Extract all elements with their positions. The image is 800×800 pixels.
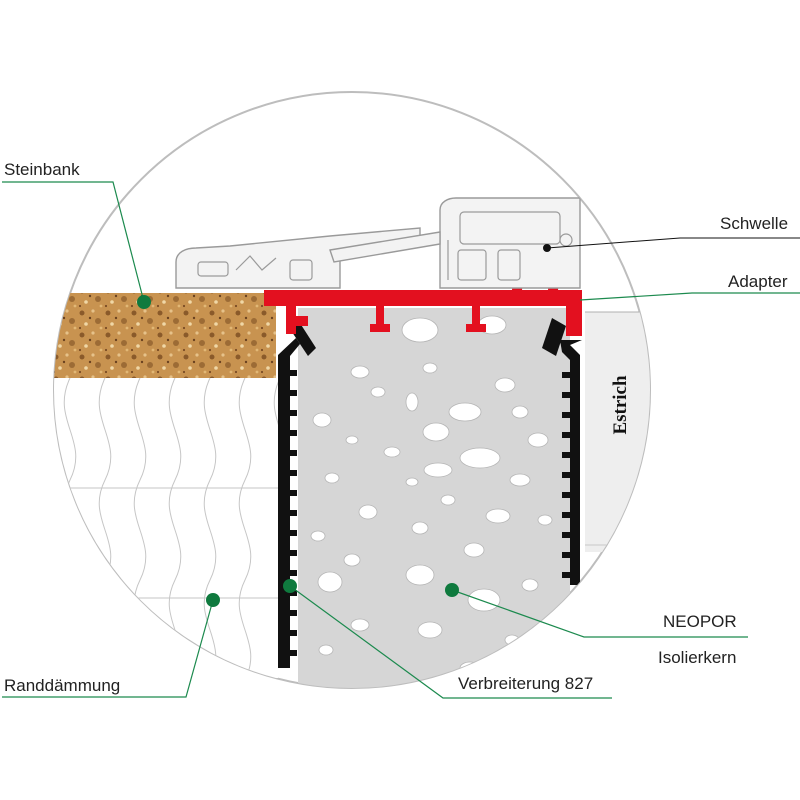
randdaemmung-marker	[206, 593, 220, 607]
schwelle-marker	[543, 244, 551, 252]
label-neopor: NEOPOR	[663, 612, 737, 631]
label-verbreiterung: Verbreiterung 827	[458, 674, 594, 693]
verbreiterung-marker	[283, 579, 297, 593]
label-adapter: Adapter	[728, 272, 788, 291]
steinbank-marker	[137, 295, 151, 309]
neopor-marker	[445, 583, 459, 597]
leader-lines	[2, 181, 800, 699]
steinbank-stone	[54, 293, 276, 378]
label-schwelle: Schwelle	[720, 214, 789, 233]
randdaemmung-insulation	[54, 377, 287, 681]
schwelle-details	[197, 211, 573, 281]
neopor-core	[298, 308, 570, 688]
label-isolierkern: Isolierkern	[658, 648, 737, 667]
label-randdaemmung: Randdämmung	[4, 676, 121, 695]
label-estrich: Estrich	[610, 375, 631, 435]
label-steinbank: Steinbank	[4, 160, 80, 179]
schwelle-profile	[175, 197, 581, 289]
schwelle-leader	[546, 237, 800, 249]
